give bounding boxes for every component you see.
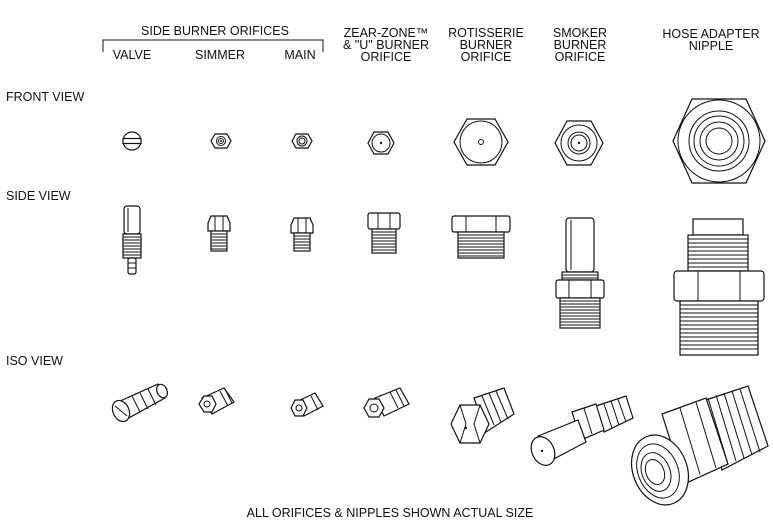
hose-adapter-iso-view — [630, 385, 769, 506]
zear-zone-header-line-3: ORIFICE — [360, 50, 412, 64]
smoker-header-line-1: SMOKER — [552, 26, 608, 40]
smoker-header-line-3: ORIFICE — [554, 50, 606, 64]
main-header: MAIN — [284, 48, 316, 62]
zear-zone-header-line-1: ZEAR-ZONE™ — [343, 26, 429, 40]
zear-zone-header: ZEAR-ZONE™ & "U" BURNER ORIFICE — [336, 26, 436, 64]
simmer-header: SIMMER — [195, 48, 245, 62]
smoker-front-view — [554, 120, 604, 166]
rotisserie-header-line-1: ROTISSERIE — [448, 26, 524, 40]
simmer-side-view — [207, 215, 231, 252]
rotisserie-iso-view — [450, 387, 515, 444]
hose-adapter-header-line-1: HOSE ADAPTER — [662, 27, 760, 41]
rotisserie-header: ROTISSERIE BURNER ORIFICE — [440, 26, 532, 64]
rotisserie-front-view — [453, 118, 509, 166]
zear-zone-side-view — [367, 212, 401, 254]
main-iso-view — [290, 392, 324, 417]
main-front-view — [291, 133, 313, 149]
valve-header: VALVE — [112, 48, 152, 62]
valve-front-view — [122, 131, 142, 151]
side-view-label: SIDE VIEW — [6, 189, 71, 203]
smoker-header-line-2: BURNER — [553, 38, 607, 52]
simmer-front-view — [210, 133, 232, 149]
valve-iso-view — [111, 383, 169, 423]
rotisserie-header-line-3: ORIFICE — [460, 50, 512, 64]
smoker-side-view — [555, 217, 605, 329]
hose-adapter-header: HOSE ADAPTER NIPPLE — [650, 27, 772, 53]
main-side-view — [290, 217, 314, 252]
hose-adapter-side-view — [673, 218, 765, 356]
zear-zone-header-line-2: & "U" BURNER — [343, 38, 429, 52]
hose-adapter-header-line-2: NIPPLE — [688, 39, 734, 53]
hose-adapter-front-view — [672, 98, 766, 184]
zear-zone-front-view — [367, 131, 395, 155]
smoker-iso-view — [530, 395, 634, 466]
iso-view-label: ISO VIEW — [6, 354, 63, 368]
rotisserie-side-view — [451, 215, 511, 259]
simmer-iso-view — [198, 387, 235, 415]
valve-side-view — [122, 205, 142, 275]
rotisserie-header-line-2: BURNER — [459, 38, 513, 52]
smoker-header: SMOKER BURNER ORIFICE — [534, 26, 626, 64]
side-burner-group-header: SIDE BURNER ORIFICES — [141, 24, 289, 38]
side-burner-bracket — [102, 39, 324, 52]
zear-zone-iso-view — [363, 387, 410, 418]
front-view-label: FRONT VIEW — [6, 90, 85, 104]
actual-size-note: ALL ORIFICES & NIPPLES SHOWN ACTUAL SIZE — [246, 506, 534, 520]
